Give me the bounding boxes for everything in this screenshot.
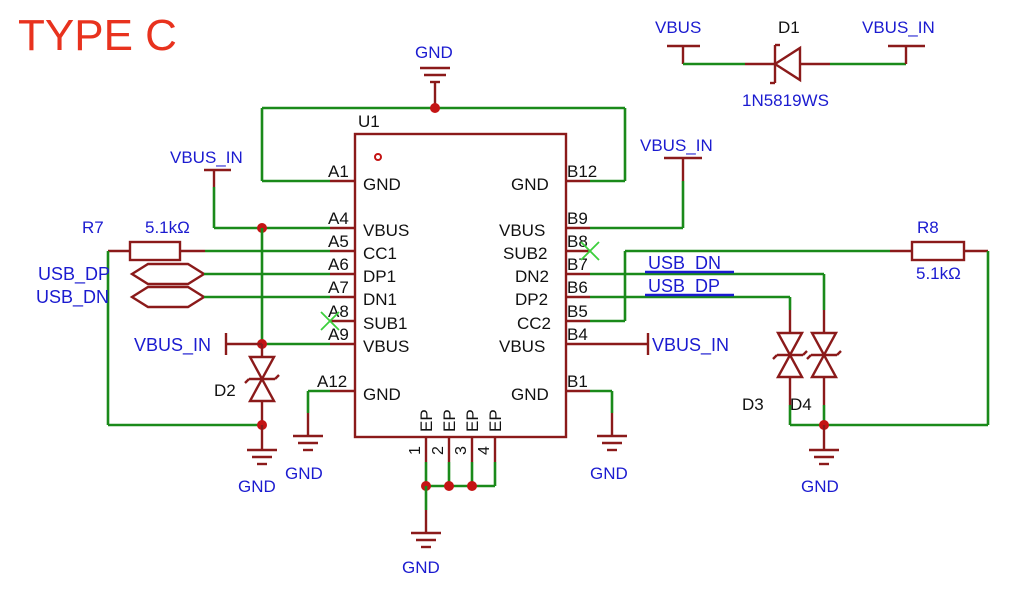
pin-num-ep4: 4 <box>476 446 493 455</box>
r7-ref: R7 <box>82 218 104 237</box>
pin-name-a1: GND <box>363 175 401 194</box>
pin-num-ep1: 1 <box>407 446 424 455</box>
pin-num-a12: A12 <box>317 372 347 391</box>
pin-name-a9: VBUS <box>363 337 409 356</box>
pin-num-ep3: 3 <box>453 446 470 455</box>
pin-name-a7: DN1 <box>363 290 397 309</box>
net-label-usb-dn-right: USB_DN <box>648 253 721 274</box>
r8-value: 5.1kΩ <box>916 264 961 283</box>
gnd-label-right: GND <box>801 477 839 496</box>
gnd-label-ep: GND <box>402 558 440 577</box>
gnd-label-left: GND <box>238 477 276 496</box>
net-label-vbus-in-b4: VBUS_IN <box>652 335 729 356</box>
d4-ref: D4 <box>790 395 812 414</box>
diode-d3: D3 <box>742 310 808 425</box>
net-label-usb-dp-right: USB_DP <box>648 276 720 297</box>
diode-d4: D4 <box>790 310 842 430</box>
pin-num-ep2: 2 <box>430 446 447 455</box>
u1-ref: U1 <box>358 112 380 131</box>
gnd-symbol-left: GND <box>238 425 277 496</box>
pin-name-a12: GND <box>363 385 401 404</box>
pin-num-a1: A1 <box>328 162 349 181</box>
net-label-vbus-in-b9: VBUS_IN <box>640 136 713 155</box>
diode-d2: D2 <box>214 344 280 425</box>
usb-dp-dn-left: USB_DP USB_DN <box>36 262 330 309</box>
d2-ref: D2 <box>214 381 236 400</box>
pin-num-b4: B4 <box>567 325 588 344</box>
resistor-r7: R7 5.1kΩ <box>82 218 330 430</box>
pin-name-b5: CC2 <box>517 314 551 333</box>
pin-name-b8: SUB2 <box>503 244 547 263</box>
right-vbus-network: VBUS_IN VBUS_IN <box>590 136 729 356</box>
pin-name-b6: DP2 <box>515 290 548 309</box>
no-connect-a8 <box>320 311 340 331</box>
r8-ref: R8 <box>917 218 939 237</box>
net-label-usb-dn-left: USB_DN <box>36 287 109 308</box>
gnd-b1: GND <box>590 389 628 483</box>
net-label-usb-dp-left: USB_DP <box>38 264 110 285</box>
pin-num-b7: B7 <box>567 255 588 274</box>
pin-num-a4: A4 <box>328 209 349 228</box>
diode-d1: VBUS D1 VBUS_IN 1N5819WS <box>655 18 935 110</box>
pin-name-ep2: EP <box>440 409 459 432</box>
pin-name-ep3: EP <box>463 409 482 432</box>
net-label-vbus-d1: VBUS <box>655 18 701 37</box>
gnd-label-a12: GND <box>285 464 323 483</box>
pin-num-b12: B12 <box>567 162 597 181</box>
pin-name-b1: GND <box>511 385 549 404</box>
pin-num-b1: B1 <box>567 372 588 391</box>
gnd-symbol-right: GND <box>801 425 839 496</box>
pin-num-a7: A7 <box>328 278 349 297</box>
net-label-vbus-in-a9: VBUS_IN <box>134 335 211 356</box>
pin-num-b8: B8 <box>567 232 588 251</box>
pin-name-ep1: EP <box>417 409 436 432</box>
pin-name-a5: CC1 <box>363 244 397 263</box>
pin-name-a6: DP1 <box>363 267 396 286</box>
net-label-vbus-in-d1: VBUS_IN <box>862 18 935 37</box>
ep-gnd: GND <box>402 462 497 577</box>
pin-name-b12: GND <box>511 175 549 194</box>
pin-name-a8: SUB1 <box>363 314 407 333</box>
pin-num-a6: A6 <box>328 255 349 274</box>
gnd-label-b1: GND <box>590 464 628 483</box>
pin-name-b4: VBUS <box>499 337 545 356</box>
pin-num-b5: B5 <box>567 302 588 321</box>
pin-num-a9: A9 <box>328 325 349 344</box>
top-gnd-loop: GND <box>260 43 627 183</box>
pin-name-b9: VBUS <box>499 221 545 240</box>
usb-dp-dn-right: USB_DN USB_DP <box>590 253 826 310</box>
pin-name-b7: DN2 <box>515 267 549 286</box>
no-connect-b8 <box>580 241 600 261</box>
gnd-a12: GND <box>285 389 330 483</box>
d1-ref: D1 <box>778 18 800 37</box>
d3-ref: D3 <box>742 395 764 414</box>
r7-value: 5.1kΩ <box>145 218 190 237</box>
cc2-resistor-r8: R8 5.1kΩ <box>590 218 990 427</box>
gnd-label-top: GND <box>415 43 453 62</box>
pin-num-b9: B9 <box>567 209 588 228</box>
left-vbus-network: VBUS_IN VBUS_IN <box>134 148 330 356</box>
d1-value: 1N5819WS <box>742 91 829 110</box>
pin-num-b6: B6 <box>567 278 588 297</box>
pin-name-ep4: EP <box>486 409 505 432</box>
connector-u1: U1 A1 GND A4 VBUS A5 CC1 A6 DP1 A7 D <box>317 112 600 462</box>
net-label-vbus-in-top-left: VBUS_IN <box>170 148 243 167</box>
pin-num-a5: A5 <box>328 232 349 251</box>
schematic-title: TYPE C <box>18 11 177 60</box>
pin-name-a4: VBUS <box>363 221 409 240</box>
